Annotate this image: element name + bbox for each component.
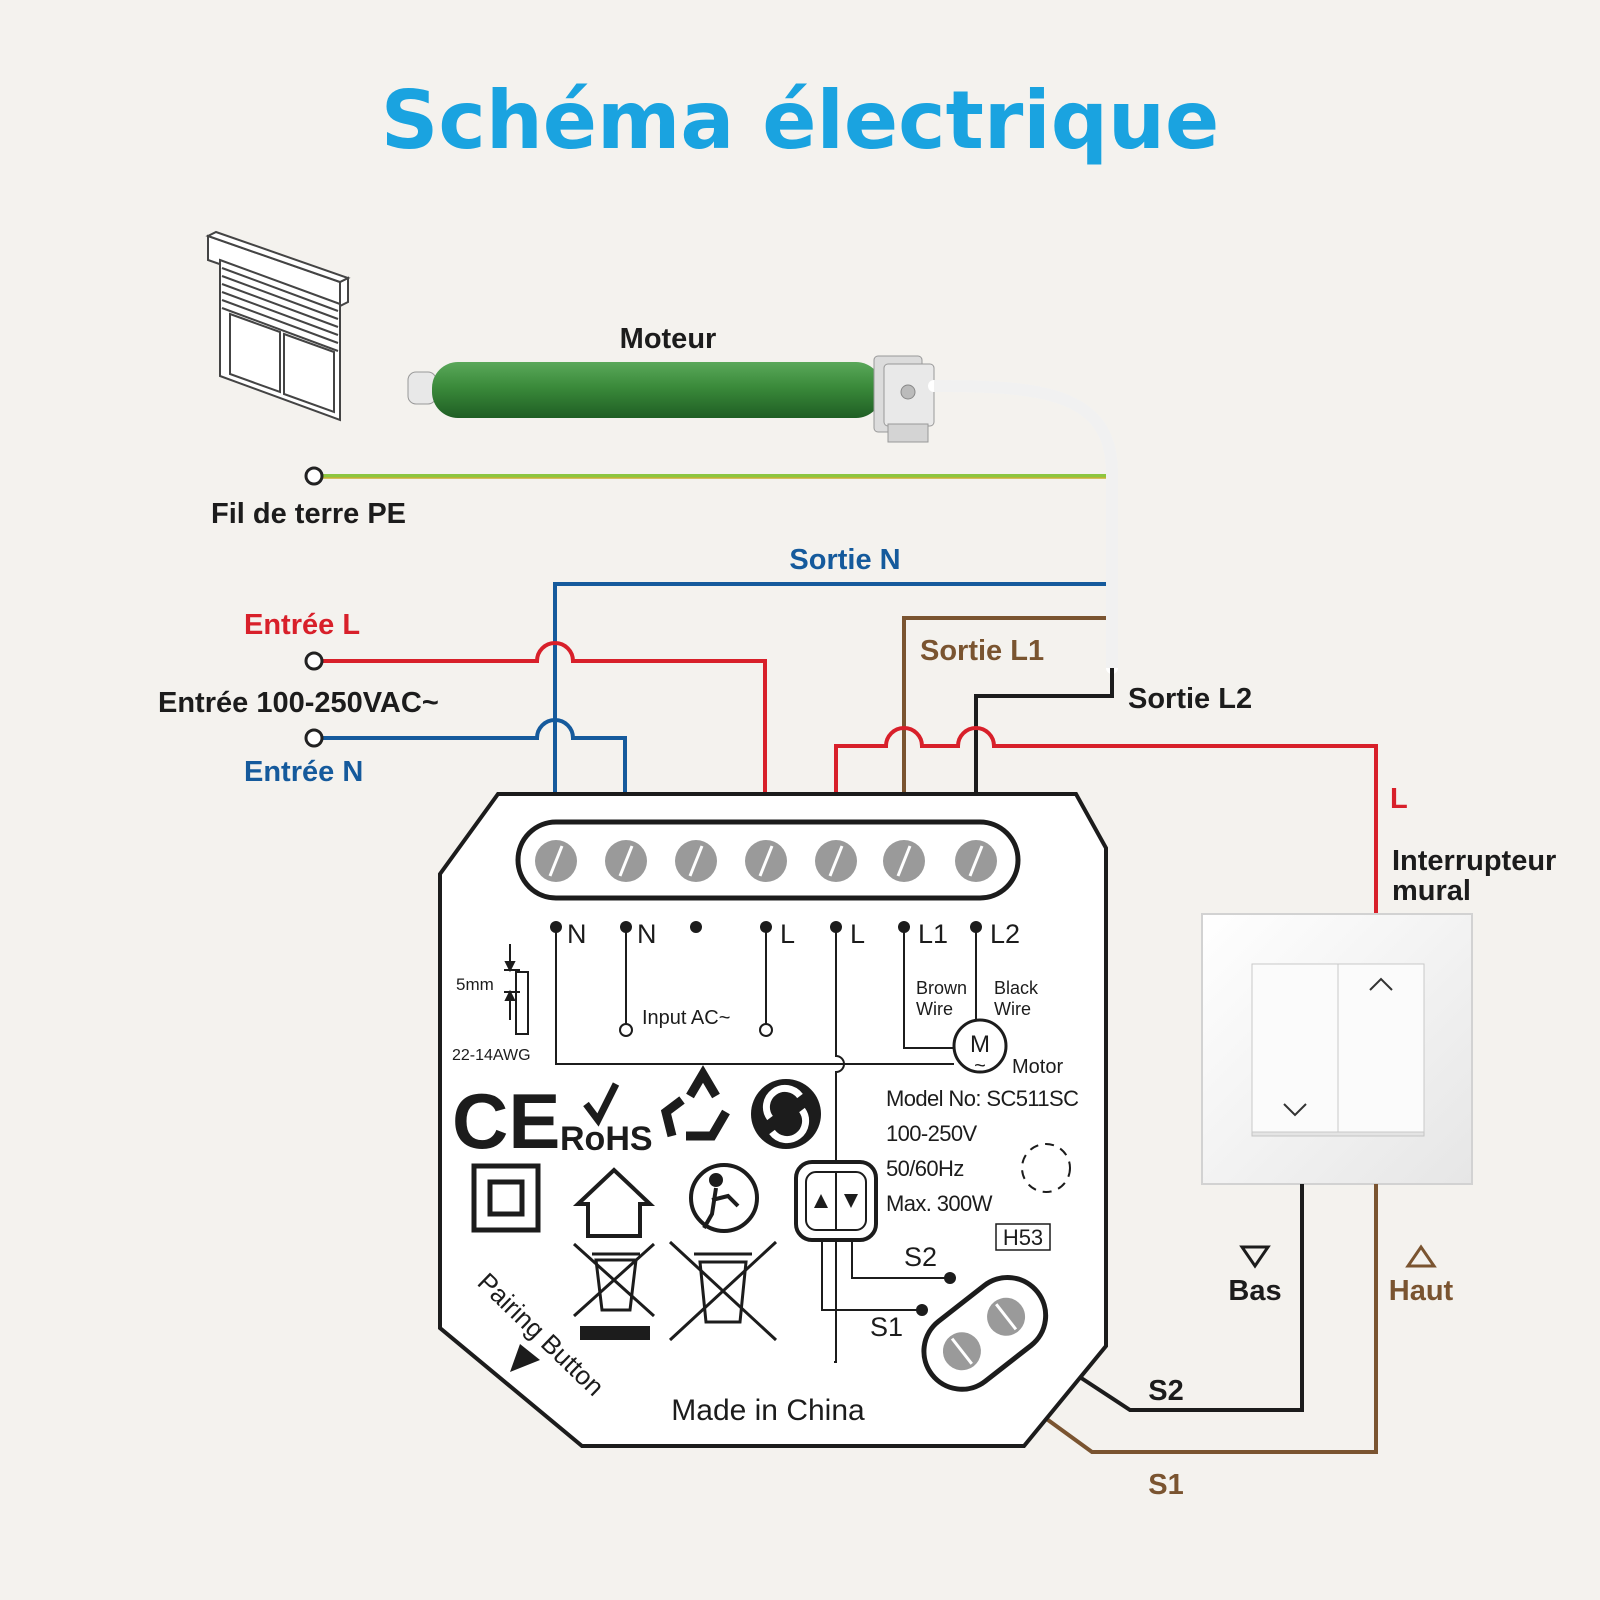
green-dot-icon [751,1079,821,1149]
terminal-label-l1: L [780,919,795,949]
s2-wire [1064,1184,1304,1412]
tidyman-icon [689,1163,759,1233]
up-down-button-icon [794,1160,878,1242]
switch-title-2: mural [1392,875,1471,907]
power-spec: Max. 300W [886,1191,993,1216]
up-arrow-icon [1405,1244,1437,1268]
in-voltage-label: Entrée 100-250VAC~ [158,687,439,719]
s-terminal-block [921,1275,1049,1392]
led-indicator [1021,1143,1071,1193]
recycle-icon [660,1065,730,1141]
chevron-down-icon [1283,1103,1307,1117]
black-wire-label: Black [994,978,1039,998]
switch-up-rocker[interactable] [1337,963,1425,1133]
strip-length: 5mm [456,975,494,994]
earth-terminal [304,466,324,486]
switch-title: Interrupteur [1392,845,1556,877]
terminal-label-out-l1: L1 [918,919,948,949]
motor-tilde: ~ [974,1055,986,1077]
terminal-label-n2: N [637,919,657,949]
tubular-motor [407,355,935,443]
weee-bin-icon-2 [668,1240,778,1342]
input-ac-label: Input AC~ [642,1007,730,1029]
up-label: Haut [1389,1275,1454,1307]
s2-label: S2 [1148,1375,1183,1407]
terminal-label-out-l2: L2 [990,919,1020,949]
code-box [995,1223,1051,1251]
s1-label: S1 [1148,1469,1183,1501]
in-l-terminal [304,651,324,671]
voltage-spec: 100-250V [886,1121,978,1146]
in-n-label: Entrée N [244,756,363,788]
device-s2-label: S2 [904,1242,937,1272]
switch-down-rocker[interactable] [1251,963,1339,1133]
switch-module: N N L L L1 L2 Input AC~ Brown Wire Black… [438,792,1108,1448]
in-l-wire [322,641,767,794]
pairing-arrow-icon[interactable] [510,1344,540,1372]
wire-strip-icon [504,944,529,1035]
terminal-screws [535,840,997,882]
s1-wire [1024,1184,1378,1454]
black-wire-label-2: Wire [994,999,1031,1019]
out-l1-label: Sortie L1 [920,635,1044,667]
terminal-label-l2: L [850,919,865,949]
in-n-wire [322,718,627,794]
ce-mark: CE [452,1077,560,1165]
terminal-label-n1: N [567,919,587,949]
switch-l-wire [834,726,1378,914]
in-n-terminal [304,728,324,748]
brown-wire-label-2: Wire [916,999,953,1019]
made-in-label: Made in China [671,1394,865,1427]
code-label: H53 [1003,1225,1043,1250]
page-title: Schéma électrique [381,74,1219,167]
out-l1-wire [902,616,1106,794]
switch-l-label: L [1390,783,1408,815]
frequency-spec: 50/60Hz [886,1156,964,1181]
rohs-mark: RoHS [560,1120,653,1158]
out-n-wire [553,582,1106,794]
rohs-check-icon [583,1082,620,1127]
in-l-label: Entrée L [244,609,360,641]
double-insulation-icon [471,1163,541,1233]
out-l2-wire [974,668,1114,794]
motor-label: Moteur [620,323,717,355]
model-number: Model No: SC511SC [886,1086,1079,1111]
out-l2-label: Sortie L2 [1128,683,1252,715]
out-n-label: Sortie N [789,544,900,576]
brown-wire-label: Brown [916,978,967,998]
motor-text: Motor [1012,1056,1063,1078]
wall-switch [1201,913,1473,1185]
weee-bin-icon [572,1242,656,1340]
motor-symbol: M [970,1031,990,1058]
device-s1-label: S1 [870,1312,903,1342]
chevron-up-icon [1369,977,1393,991]
earth-label: Fil de terre PE [211,498,406,530]
down-label: Bas [1228,1275,1281,1307]
indoor-use-icon [572,1167,656,1238]
roller-shutter-icon [205,230,351,422]
down-arrow-icon [1239,1245,1271,1269]
awg-label: 22-14AWG [452,1047,531,1064]
